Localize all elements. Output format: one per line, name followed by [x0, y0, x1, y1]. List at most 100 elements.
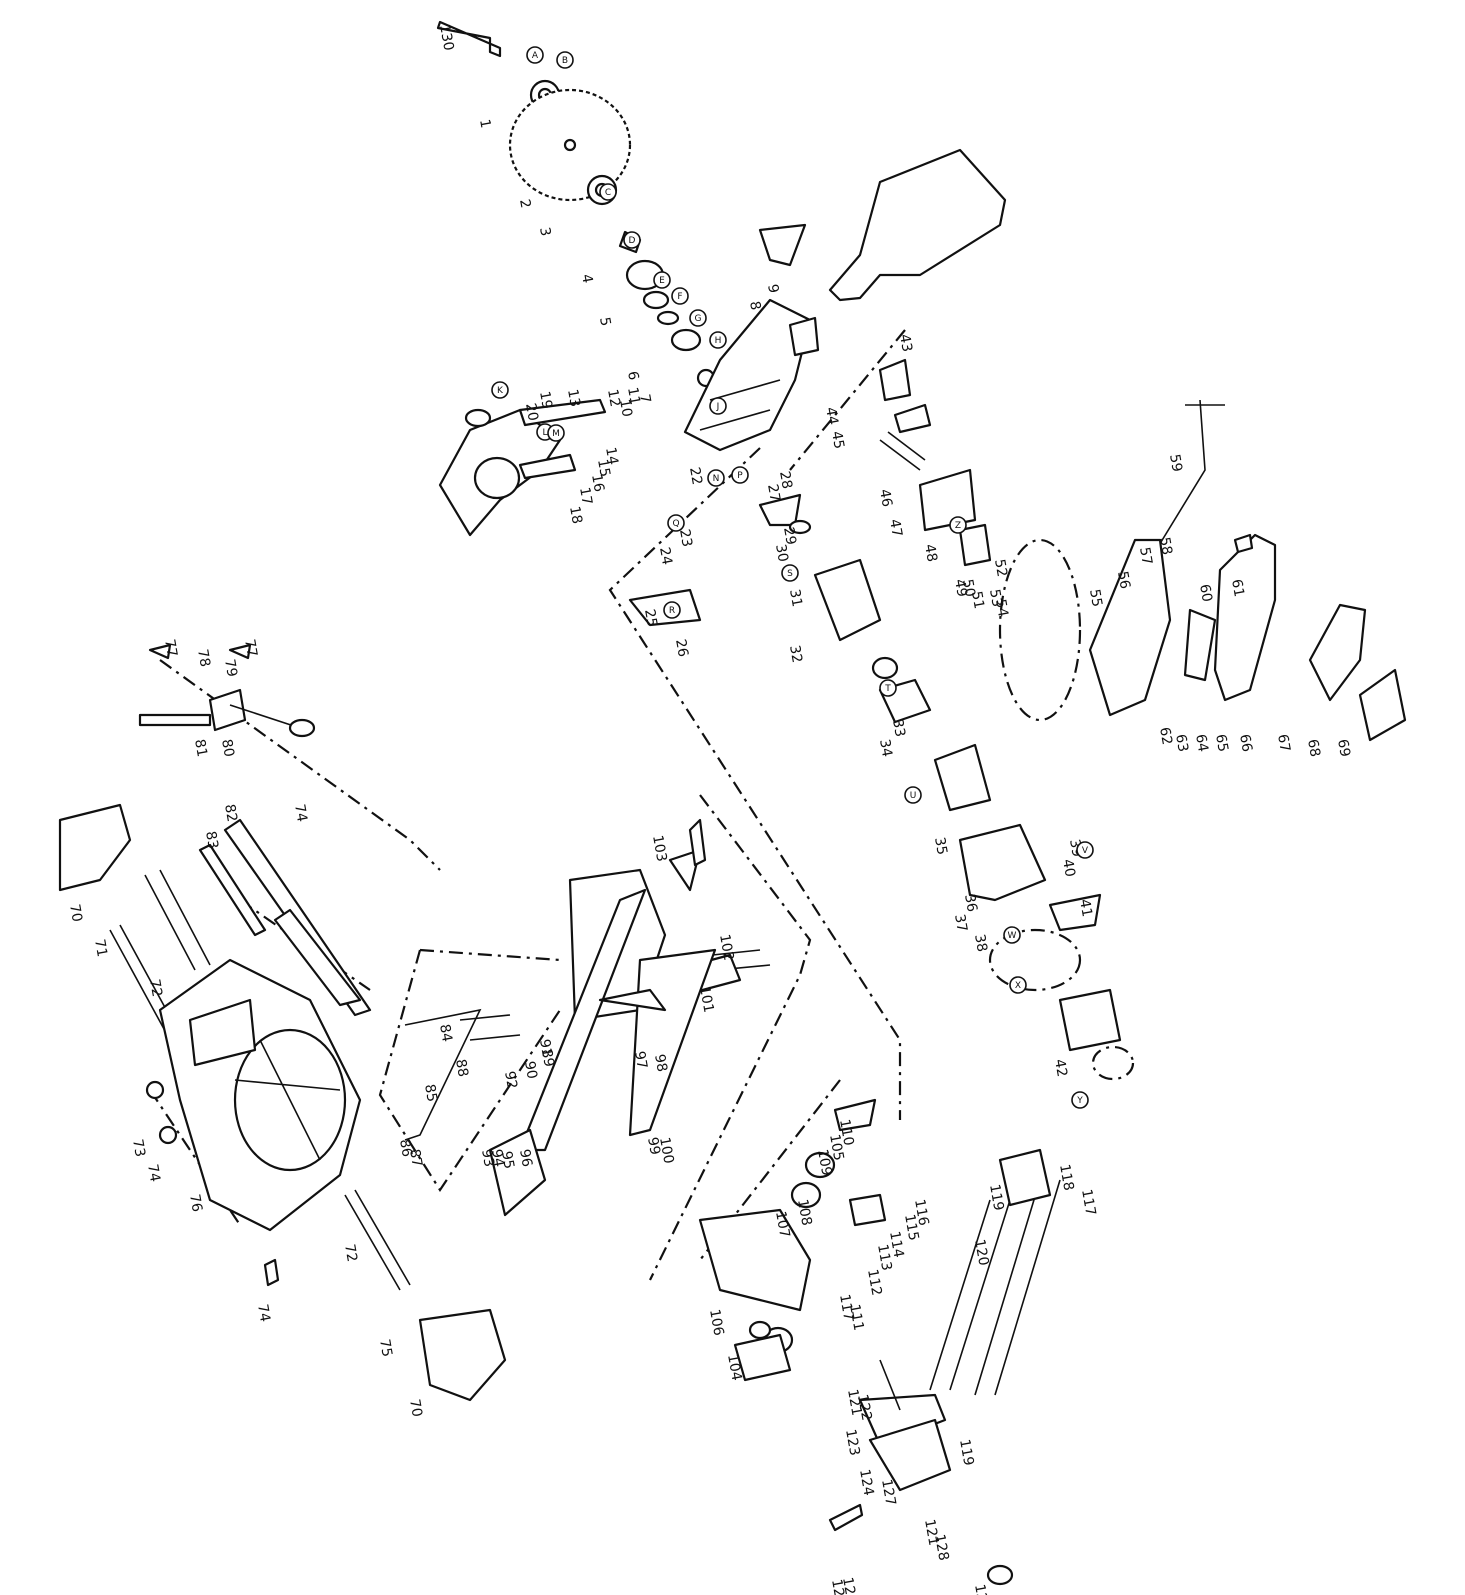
part-label-82: 82	[221, 803, 240, 823]
part-label-66: 66	[1236, 733, 1255, 753]
reference-circle-G: G	[689, 309, 707, 327]
part-label-121a: 121	[844, 1388, 864, 1417]
svg-text:Q: Q	[672, 519, 679, 529]
blade-guard	[438, 398, 607, 537]
part-label-60: 60	[1196, 583, 1215, 603]
part-label-25: 25	[641, 608, 660, 628]
svg-text:T: T	[884, 684, 891, 694]
part-label-101: 101	[696, 985, 716, 1014]
part-label-28: 28	[776, 470, 795, 490]
part-label-6: 6	[624, 370, 641, 382]
part-label-42: 42	[1051, 1058, 1070, 1078]
part-label-87: 87	[406, 1148, 425, 1168]
part-label-57: 57	[1136, 546, 1155, 566]
svg-text:K: K	[497, 386, 504, 396]
part-label-105: 105	[826, 1133, 846, 1162]
part-label-73: 73	[129, 1138, 148, 1158]
miter-bar	[628, 948, 717, 1137]
part-label-77b: 77	[241, 638, 260, 658]
svg-text:Y: Y	[1076, 1096, 1083, 1106]
rail-assembly	[404, 818, 771, 1217]
part-label-32: 32	[786, 644, 805, 664]
part-label-30: 30	[772, 543, 791, 563]
part-label-106: 106	[706, 1308, 726, 1337]
part-label-13: 13	[564, 388, 583, 408]
part-label-33: 33	[889, 718, 908, 738]
part-label-11: 11	[624, 386, 643, 406]
reference-circle-S: S	[781, 564, 799, 582]
part-label-75: 75	[376, 1338, 395, 1358]
part-label-121b: 121	[921, 1518, 941, 1547]
part-label-124: 124	[856, 1468, 876, 1497]
part-label-70a: 70	[66, 903, 85, 923]
part-label-112: 112	[864, 1268, 884, 1297]
part-label-94: 94	[488, 1148, 507, 1168]
part-label-119b: 119	[956, 1438, 976, 1467]
part-label-83: 83	[202, 830, 221, 850]
reference-circle-K: K	[491, 381, 509, 399]
switch	[918, 468, 977, 532]
part-label-62: 62	[1156, 726, 1175, 746]
part-label-90: 90	[521, 1060, 540, 1080]
part-label-129: 129	[971, 1583, 991, 1595]
svg-text:L: L	[542, 428, 547, 438]
part-label-76: 76	[186, 1193, 205, 1213]
svg-text:M: M	[552, 429, 560, 439]
part-label-69: 69	[1334, 738, 1353, 758]
end-cap	[1048, 893, 1102, 932]
part-label-65: 65	[1212, 733, 1231, 753]
part-label-123: 123	[842, 1428, 862, 1457]
hold-down-clamp	[138, 643, 372, 1017]
part-label-2: 2	[516, 198, 533, 210]
part-label-108: 108	[794, 1198, 814, 1227]
table-insert	[188, 998, 257, 1067]
bearing	[670, 328, 702, 352]
part-label-8: 8	[746, 300, 763, 312]
support-arm	[518, 888, 647, 1152]
part-label-4: 4	[578, 273, 595, 285]
part-label-119a: 119	[986, 1183, 1006, 1212]
reference-circle-Q: Q	[667, 514, 685, 532]
bevel-scale	[688, 818, 707, 867]
part-label-117b: 117	[836, 1293, 856, 1322]
power-cord	[1149, 399, 1225, 561]
part-label-102: 102	[716, 933, 736, 962]
part-label-118: 118	[1056, 1163, 1076, 1192]
base-assembly	[58, 803, 507, 1402]
svg-text:N: N	[713, 474, 720, 484]
part-label-61: 61	[1228, 578, 1247, 598]
part-label-79: 79	[221, 658, 240, 678]
part-label-16: 16	[588, 473, 607, 493]
part-label-24: 24	[656, 546, 675, 566]
reference-circle-D: D	[623, 231, 641, 249]
handle-cover	[1308, 603, 1367, 702]
reference-circle-Z: Z	[949, 516, 967, 534]
part-label-125: 125	[828, 1578, 848, 1595]
part-label-78: 78	[194, 648, 213, 668]
part-label-45: 45	[828, 430, 847, 450]
reference-circle-N: N	[707, 469, 725, 487]
part-label-53: 53	[986, 588, 1005, 608]
svg-text:P: P	[737, 471, 743, 481]
part-label-109: 109	[814, 1148, 834, 1177]
part-label-93: 93	[478, 1148, 497, 1168]
extension-support-left	[58, 803, 132, 892]
svg-text:S: S	[787, 569, 793, 579]
part-label-72b: 72	[341, 1243, 360, 1263]
part-label-36: 36	[961, 893, 980, 913]
part-label-122: 122	[854, 1393, 874, 1422]
svg-text:C: C	[605, 188, 611, 198]
rail-end	[998, 1148, 1052, 1207]
part-label-74b: 74	[254, 1303, 273, 1323]
part-label-26: 26	[672, 638, 691, 658]
reference-circle-F: F	[671, 287, 689, 305]
part-label-44: 44	[822, 406, 841, 426]
bevel-lock	[668, 848, 702, 892]
extension-support-right	[418, 1308, 507, 1402]
part-label-15: 15	[594, 458, 613, 478]
svg-text:D: D	[629, 236, 636, 246]
part-label-54: 54	[992, 598, 1011, 618]
carriage-housing	[698, 1208, 812, 1312]
